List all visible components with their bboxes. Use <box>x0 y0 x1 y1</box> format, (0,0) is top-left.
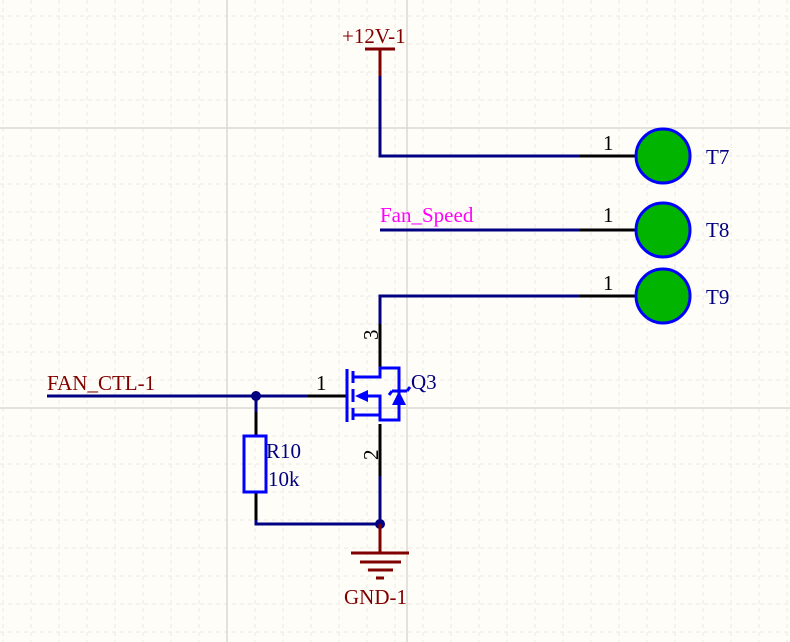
pin-number: 1 <box>603 131 614 155</box>
resistor-body-icon <box>242 434 268 494</box>
pin-number-drain: 3 <box>359 330 383 341</box>
pin-number-gate: 1 <box>316 371 327 395</box>
mosfet-q3[interactable]: 1 3 2 Q3 <box>308 324 437 476</box>
test-pad-icon <box>634 127 692 185</box>
pin-number: 1 <box>603 271 614 295</box>
junction-dot <box>251 391 261 401</box>
power-label-gnd: GND-1 <box>344 585 407 609</box>
test-point-t9[interactable]: 1 T9 <box>603 267 729 325</box>
designator: T8 <box>706 218 729 242</box>
test-point-t7[interactable]: 1 T7 <box>603 127 729 185</box>
diode-icon <box>392 391 406 405</box>
wire-gnd[interactable] <box>254 476 382 526</box>
designator: T7 <box>706 145 729 169</box>
designator: T9 <box>706 285 729 309</box>
net-label-fan-speed[interactable]: Fan_Speed <box>380 203 474 227</box>
resistor-r10[interactable]: R10 10k <box>242 412 301 520</box>
pin-number-source: 2 <box>359 450 383 461</box>
designator-r10: R10 <box>266 439 301 463</box>
arrow-icon <box>355 390 368 402</box>
resistor-value: 10k <box>268 467 300 491</box>
test-pad-icon <box>634 267 692 325</box>
power-port-gnd[interactable]: GND-1 <box>344 524 409 609</box>
pin-stubs <box>580 154 636 298</box>
power-label-12v: +12V-1 <box>342 24 406 48</box>
wire-drain-t9[interactable] <box>378 294 580 324</box>
pin-number: 1 <box>603 203 614 227</box>
test-point-t8[interactable]: 1 T8 <box>603 201 729 259</box>
ground-icon <box>351 551 409 580</box>
net-label-fan-ctl[interactable]: FAN_CTL-1 <box>47 371 155 395</box>
designator-q3: Q3 <box>411 370 437 394</box>
test-pad-icon <box>634 201 692 259</box>
wire-12v-t7[interactable] <box>378 76 580 158</box>
wires <box>47 76 580 526</box>
power-port-12v[interactable]: +12V-1 <box>342 24 406 76</box>
